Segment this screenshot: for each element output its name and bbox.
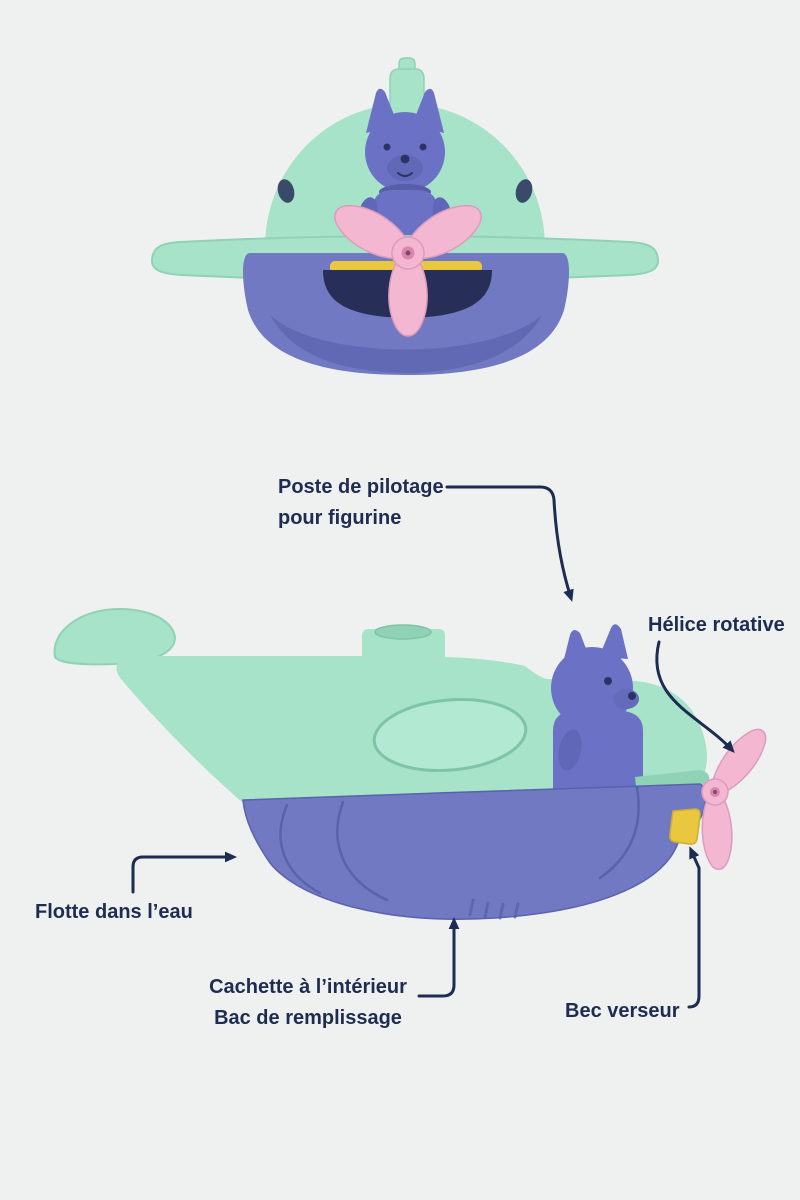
annotation-propeller-label: Hélice rotative — [648, 614, 785, 636]
propeller-hub-hole — [713, 790, 717, 794]
dome-vent-right — [515, 179, 533, 203]
funnel-opening — [374, 624, 432, 640]
figurine-nose — [400, 154, 410, 164]
side-view-illustration — [25, 595, 775, 940]
propeller-blade — [710, 728, 767, 798]
connector-cockpit — [445, 485, 574, 602]
figurine-muzzle — [387, 155, 423, 181]
pouring-spout — [669, 808, 701, 845]
figurine-head — [551, 647, 633, 729]
figurine-head — [365, 112, 445, 192]
figurine-mouth — [397, 172, 413, 177]
figurine-eye-right — [419, 143, 427, 151]
annotation-hideout-line2: Bac de remplissage — [214, 1007, 402, 1029]
propeller-blade — [701, 784, 733, 871]
side-view-svg — [53, 608, 767, 920]
annotation-hideout-label: Cachette à l’intérieur Bac de remplissag… — [185, 972, 431, 1034]
figurine-eye-left — [383, 143, 391, 151]
propeller-front — [334, 204, 482, 337]
hull-seam — [336, 800, 389, 902]
propeller-side — [701, 728, 767, 871]
hull-front-shade — [270, 315, 542, 373]
annotation-hideout-line1: Cachette à l’intérieur — [209, 976, 407, 998]
hull-side — [242, 783, 707, 920]
figurine-nose — [628, 692, 636, 700]
figurine-eye — [604, 677, 612, 685]
wing-oval — [372, 698, 528, 772]
annotation-cockpit-line2: pour figurine — [278, 507, 402, 529]
hull-seam — [598, 786, 640, 880]
annotation-spout-label: Bec verseur — [565, 1000, 680, 1022]
tail-stabilizer — [53, 608, 176, 666]
propeller-blade — [388, 246, 428, 337]
figurine-snout — [613, 689, 639, 709]
dome-vent-left — [277, 179, 295, 203]
figurine-arm — [558, 729, 582, 771]
propeller-hub-hole — [405, 250, 411, 256]
front-view-illustration — [140, 55, 670, 385]
top-fin — [389, 57, 425, 108]
annotation-cockpit-label: Poste de pilotage pour figurine — [278, 472, 444, 534]
hull-grip-ridges — [468, 898, 520, 920]
annotation-float-label: Flotte dans l’eau — [35, 901, 193, 923]
front-view-svg — [150, 57, 660, 375]
figurine-side — [551, 624, 643, 793]
annotation-cockpit-line1: Poste de pilotage — [278, 476, 444, 498]
hull-seam — [279, 803, 322, 895]
